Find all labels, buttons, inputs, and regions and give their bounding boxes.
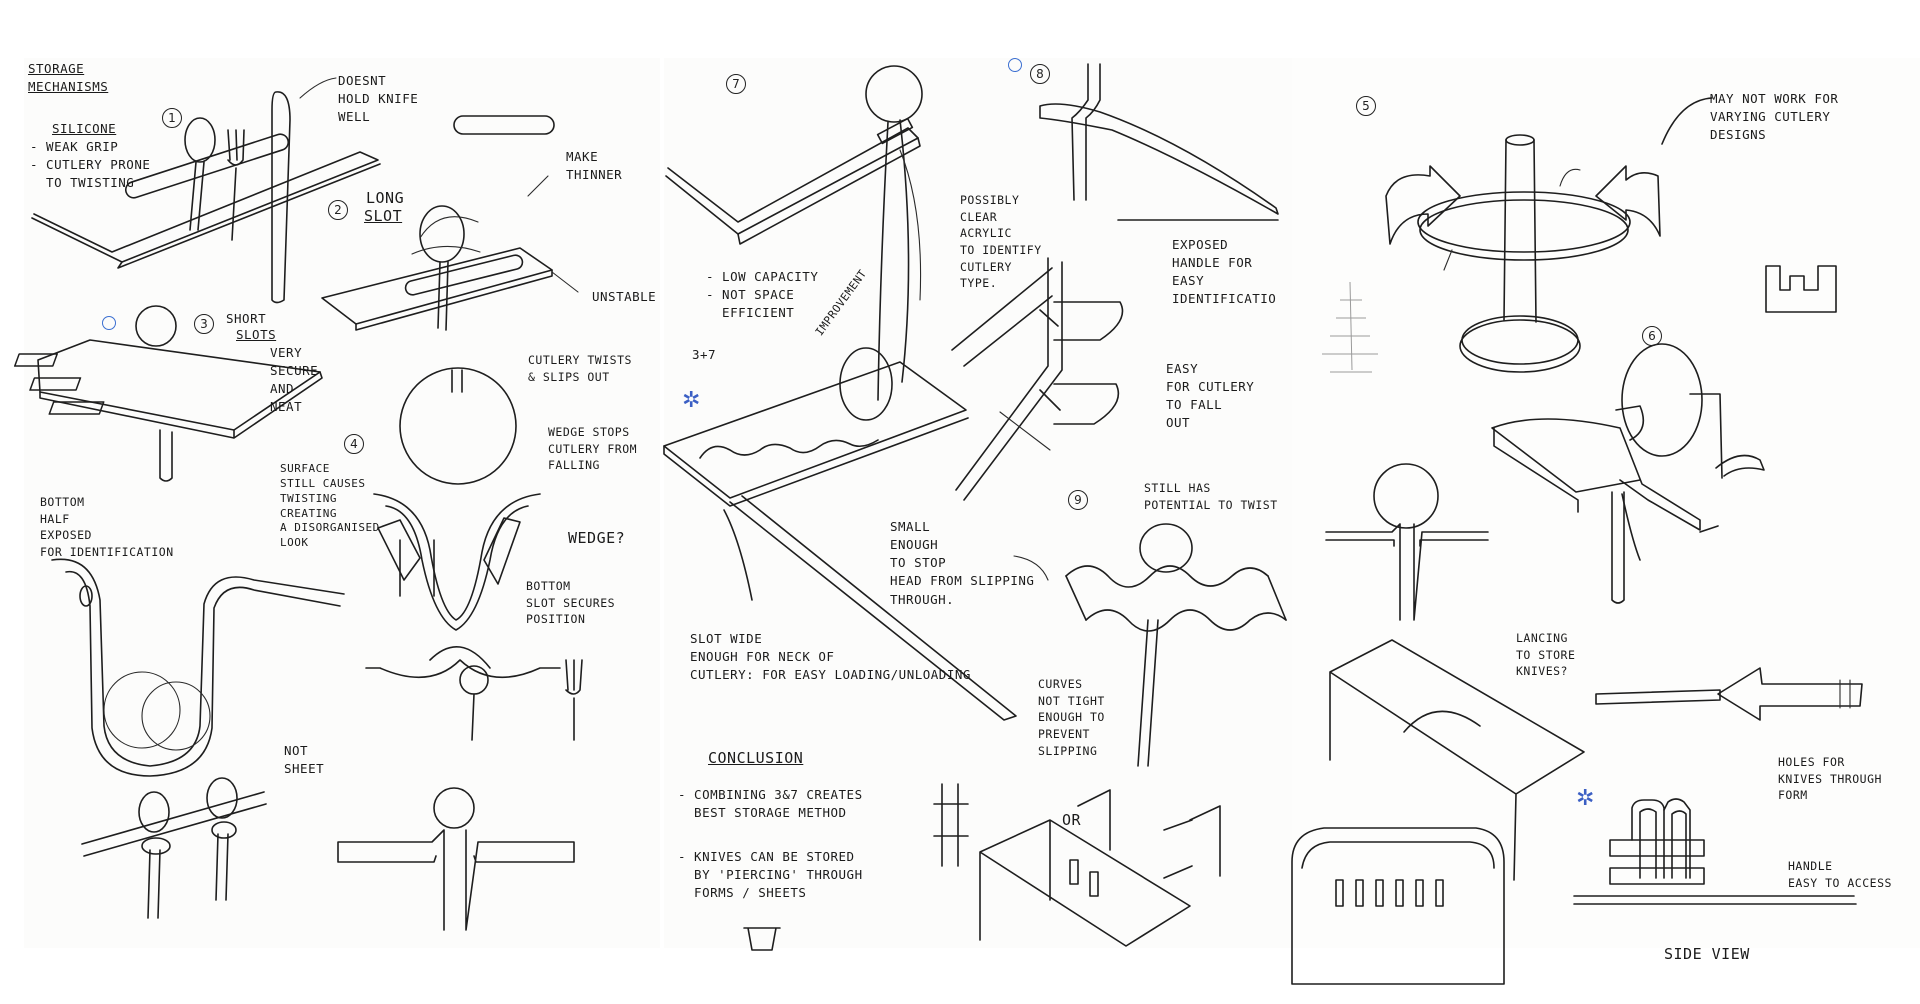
note-very-secure: VERY SECURE AND NEAT xyxy=(270,345,319,415)
note-3plus7: 3+7 xyxy=(692,347,717,362)
sketch-bottom-blocks xyxy=(743,783,1221,951)
note-silicone: SILICONE xyxy=(52,121,117,136)
note-may-not-work: MAY NOT WORK FOR VARYING CUTLERY DESIGNS xyxy=(1710,91,1839,143)
note-bottom-slot: BOTTOM SLOT SECURES POSITION xyxy=(526,579,616,627)
sketch-lancing-sheet xyxy=(1329,639,1585,881)
note-possibly-clear: POSSIBLY CLEAR ACRYLIC TO IDENTIFY CUTLE… xyxy=(960,193,1042,291)
note-holes: HOLES FOR KNIVES THROUGH FORM xyxy=(1778,755,1882,803)
note-wedge-stops: WEDGE STOPS CUTLERY FROM FALLING xyxy=(548,425,638,473)
sketch-cross-section-2 xyxy=(1325,463,1489,621)
note-not-sheet: NOT SHEET xyxy=(284,743,325,777)
sketch-silicone-strip xyxy=(31,77,555,304)
star-mark-1: ✲ xyxy=(682,388,701,413)
sketch-bottom-box xyxy=(1291,827,1505,985)
sketch-ghost-tree xyxy=(1322,281,1378,373)
label-1: 1 xyxy=(162,108,182,128)
label-2: 2 xyxy=(328,200,348,220)
sketch-wedge xyxy=(365,493,583,741)
note-slots: SLOTS xyxy=(236,327,277,342)
sketch-spoons-bar xyxy=(81,777,267,919)
sketch-carousel xyxy=(1385,97,1713,373)
note-small-enough: SMALL ENOUGH TO STOP HEAD FROM SLIPPING … xyxy=(890,519,1035,607)
note-unstable: UNSTABLE xyxy=(592,289,657,304)
sketch-u-channel xyxy=(51,558,345,777)
note-easy-fall: EASY FOR CUTLERY TO FALL OUT xyxy=(1166,361,1255,431)
sketch-hook-8 xyxy=(1039,63,1279,221)
note-surface-twisting: SURFACE STILL CAUSES TWISTING CREATING A… xyxy=(280,462,380,550)
note-low-capacity: - LOW CAPACITY - NOT SPACE EFFICIENT xyxy=(706,269,819,321)
sketch-holes-form xyxy=(1573,798,1857,905)
note-silicone-list: - WEAK GRIP - CUTLERY PRONE TO TWISTING xyxy=(30,139,151,191)
blue-check-mark xyxy=(102,316,116,330)
title-storage: STORAGE xyxy=(28,61,85,76)
sketch-long-slot xyxy=(321,175,579,485)
note-doesnt-hold-knife: DOESNT HOLD KNIFE WELL xyxy=(338,73,419,125)
note-make-thinner: MAKE THINNER xyxy=(566,149,623,183)
label-5: 5 xyxy=(1356,96,1376,116)
note-cutlery-twists: CUTLERY TWISTS & SLIPS OUT xyxy=(528,353,632,384)
title-mechanisms: MECHANISMS xyxy=(28,79,109,94)
sketch-cross-section-1 xyxy=(337,787,575,931)
note-wedge-question: WEDGE? xyxy=(568,529,626,547)
note-long: LONG xyxy=(366,189,405,207)
note-conclusion: CONCLUSION xyxy=(708,749,804,767)
note-slot: SLOT xyxy=(364,207,403,225)
sketch-clip-icon xyxy=(1765,265,1837,313)
note-exposed-handle: EXPOSED HANDLE FOR EASY IDENTIFICATIO xyxy=(1172,237,1277,307)
sketch-rack-6 xyxy=(1491,343,1765,604)
note-conclusion-1: - COMBINING 3&7 CREATES BEST STORAGE MET… xyxy=(678,787,863,821)
sketch-short-slots xyxy=(13,305,323,482)
label-9: 9 xyxy=(1068,490,1088,510)
sketch-slot-board xyxy=(665,65,923,401)
sketch-shelf-rack xyxy=(951,257,1124,501)
note-handle-easy: HANDLE EASY TO ACCESS xyxy=(1788,859,1892,890)
sketch-page-3 xyxy=(1292,58,1920,948)
label-4: 4 xyxy=(344,434,364,454)
note-still-potential: STILL HAS POTENTIAL TO TWIST xyxy=(1144,481,1278,512)
label-8: 8 xyxy=(1030,64,1050,84)
sketch-page-2 xyxy=(664,58,1304,948)
note-short: SHORT xyxy=(226,311,267,326)
star-mark-2: ✲ xyxy=(1576,786,1595,811)
note-bottom-half: BOTTOM HALF EXPOSED FOR IDENTIFICATION xyxy=(40,495,174,560)
note-curves: CURVES NOT TIGHT ENOUGH TO PREVENT SLIPP… xyxy=(1038,677,1105,758)
label-6: 6 xyxy=(1642,326,1662,346)
label-3: 3 xyxy=(194,314,214,334)
sketch-knife-arrow xyxy=(1595,667,1863,721)
sketch-3plus7-strip xyxy=(663,347,1017,721)
note-or: OR xyxy=(1062,811,1082,829)
label-7: 7 xyxy=(726,74,746,94)
note-side-view: SIDE VIEW xyxy=(1664,945,1750,963)
note-lancing: LANCING TO STORE KNIVES? xyxy=(1516,631,1576,679)
sketch-wave-sheet xyxy=(1013,523,1287,767)
note-conclusion-2: - KNIVES CAN BE STORED BY 'PIERCING' THR… xyxy=(678,849,863,901)
note-slot-wide: SLOT WIDE ENOUGH FOR NECK OF CUTLERY: FO… xyxy=(690,631,971,683)
blue-check-mark-2 xyxy=(1008,58,1022,72)
